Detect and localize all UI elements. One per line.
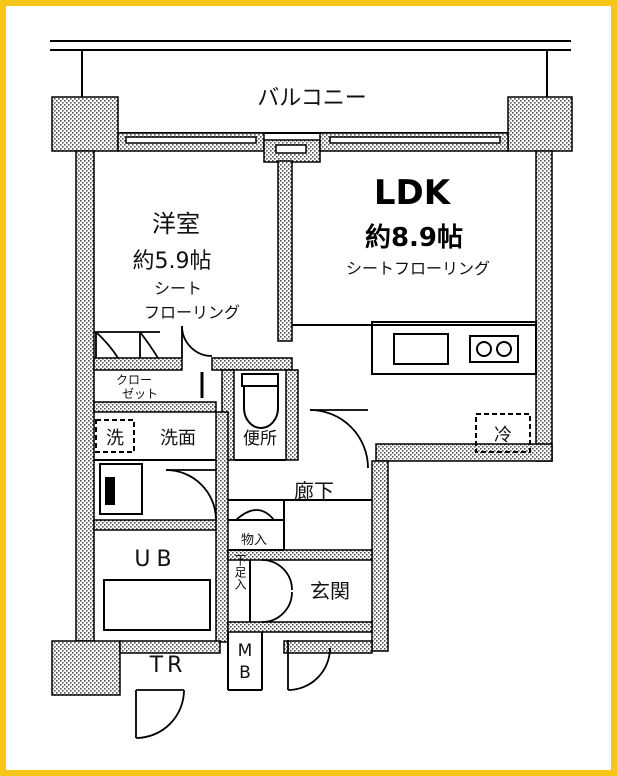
ldk-floor: シートフローリング xyxy=(346,259,490,278)
closet-line1: クロー xyxy=(116,373,152,387)
kitchen-counter xyxy=(371,321,537,375)
balcony-windows xyxy=(125,136,501,154)
meter-box-line2: B xyxy=(239,663,251,683)
shoe-box-name: 下足入 xyxy=(233,554,247,590)
balcony-label: バルコニー xyxy=(257,86,367,111)
entrance-name: 玄関 xyxy=(310,579,350,603)
fridge-box xyxy=(475,413,531,453)
western-room-floor-line1: シート xyxy=(154,279,202,298)
western-room-name: 洋室 xyxy=(152,210,200,238)
western-room-floor-line2: フローリング xyxy=(144,303,240,322)
toilet-name: 便所 xyxy=(243,429,277,449)
washer-mark: 洗 xyxy=(106,428,124,449)
trunk-room-name: TR xyxy=(149,653,187,678)
ldk-name: LDK xyxy=(374,173,452,213)
western-room-size: 約5.9帖 xyxy=(133,249,212,274)
closet-line2: ゼット xyxy=(122,387,158,401)
interior-lines xyxy=(94,324,536,691)
washroom-name: 洗面 xyxy=(160,428,196,449)
ldk-size: 約8.9帖 xyxy=(365,222,463,253)
hallway-name: 廊下 xyxy=(294,479,334,503)
meter-box-line1: M xyxy=(238,641,253,661)
unit-bath-name: UB xyxy=(134,547,177,572)
fridge-mark: 冷 xyxy=(494,425,512,446)
doors xyxy=(94,325,369,739)
bathtub xyxy=(103,579,211,631)
washer-mark-box xyxy=(95,419,135,453)
washer-pan xyxy=(99,463,143,515)
storage-name: 物入 xyxy=(241,533,267,548)
toilet-fixture xyxy=(241,373,279,429)
